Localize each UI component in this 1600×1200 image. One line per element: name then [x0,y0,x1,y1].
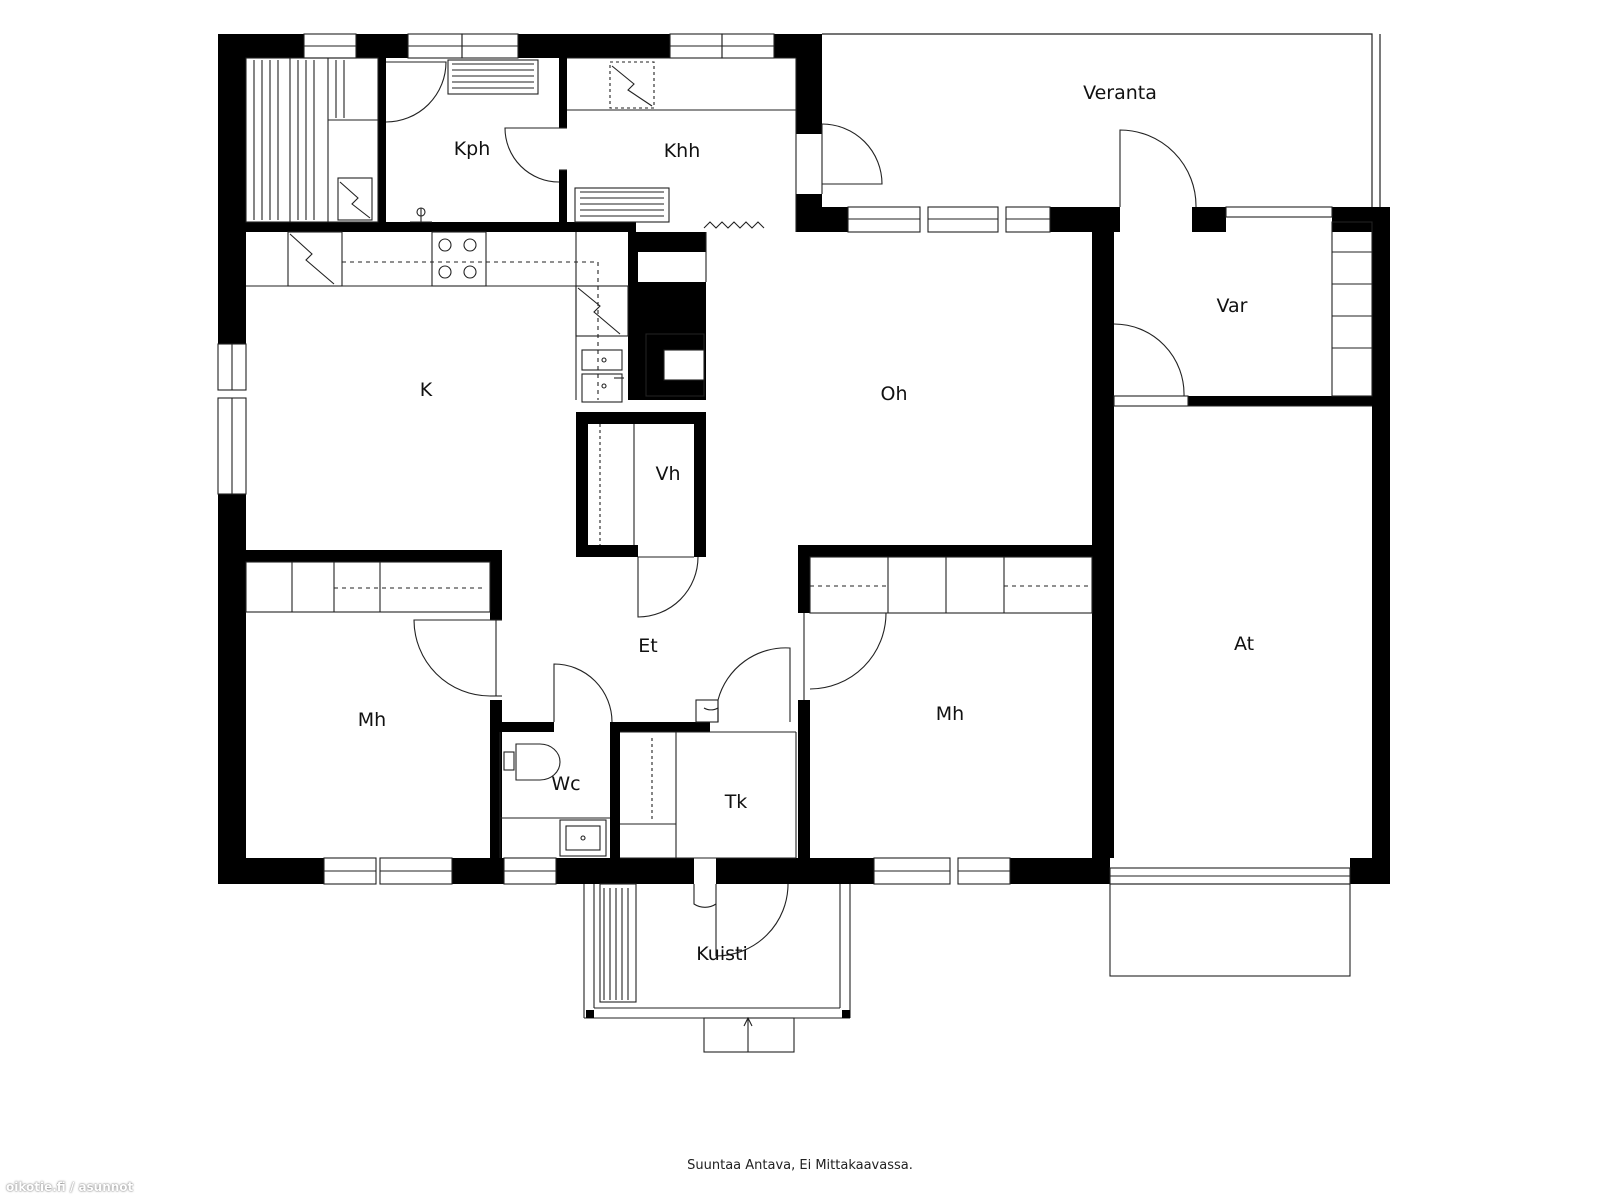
walls [218,34,1390,884]
room-mh-left: Mh [358,709,386,731]
room-khh: Khh [664,140,701,162]
room-tk: Tk [724,791,748,813]
room-vh: Vh [655,463,680,485]
room-at: At [1234,633,1254,655]
fixtures [217,33,1373,1053]
watermark: oikotie.fi / asunnot [6,1180,134,1194]
room-labels: Kph Khh Veranta K Oh Var Vh Et At Mh Mh … [358,82,1254,965]
room-veranta: Veranta [1083,82,1157,104]
scale-disclaimer: Suuntaa Antava, Ei Mittakaavassa. [687,1158,913,1173]
veranta-outline [822,33,1381,207]
room-mh-right: Mh [936,703,964,725]
room-kuisti: Kuisti [696,943,747,965]
room-et: Et [638,635,657,657]
room-wc: Wc [551,773,580,795]
room-var: Var [1217,295,1248,317]
room-kph: Kph [454,138,491,160]
room-oh: Oh [881,383,908,405]
room-k: K [420,379,433,401]
kuisti-posts [586,1010,850,1018]
